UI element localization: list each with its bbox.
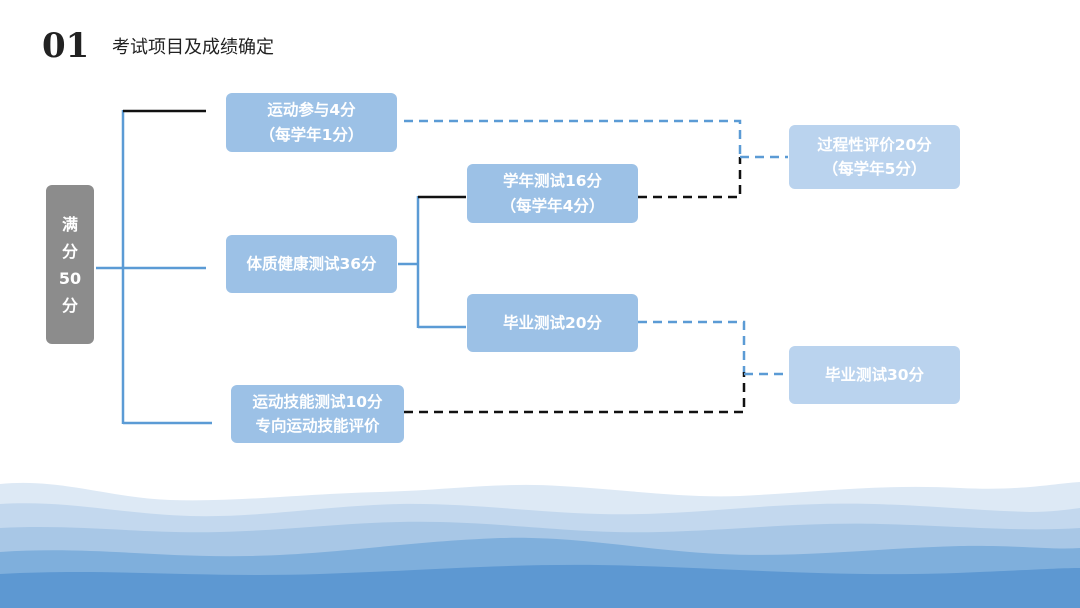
total-char: 满 [61,214,78,234]
total-char: 50 [58,268,82,288]
mountain-wave-decoration [0,482,1080,608]
dash-skills [404,372,746,414]
participation-sub: （每学年1分） [259,125,364,144]
annual-test-label: 学年测试16分 [502,172,603,191]
process-eval-sub: （每学年5分） [822,160,927,178]
total-score-box: 满 分 50 分 [46,185,94,344]
annual-test-sub: （每学年4分） [500,196,605,215]
total-char: 分 [61,295,78,315]
dash-graduation [638,320,746,374]
annual-test-box: 学年测试16分 （每学年4分） [467,164,638,223]
graduation-test-label: 毕业测试20分 [502,313,603,332]
section-number: 01 [42,26,90,66]
skills-test-box: 运动技能测试10分 专向运动技能评价 [231,385,404,443]
total-char: 分 [61,241,78,261]
participation-box: 运动参与4分 （每学年1分） [226,93,397,152]
health-test-label: 体质健康测试36分 [246,254,377,273]
graduation-test-box: 毕业测试20分 [467,294,638,352]
dash-participation [404,119,742,160]
page-title: 考试项目及成绩确定 [112,37,274,58]
participation-label: 运动参与4分 [267,101,356,120]
skills-test-label: 运动技能测试10分 [252,392,383,411]
graduation-total-box: 毕业测试30分 [789,346,960,404]
health-test-box: 体质健康测试36分 [226,235,397,293]
dash-annual [638,157,742,199]
skills-test-sub: 专向运动技能评价 [255,417,380,435]
process-eval-box: 过程性评价20分 （每学年5分） [789,125,960,189]
process-eval-label: 过程性评价20分 [817,135,932,154]
graduation-total-label: 毕业测试30分 [824,365,925,384]
